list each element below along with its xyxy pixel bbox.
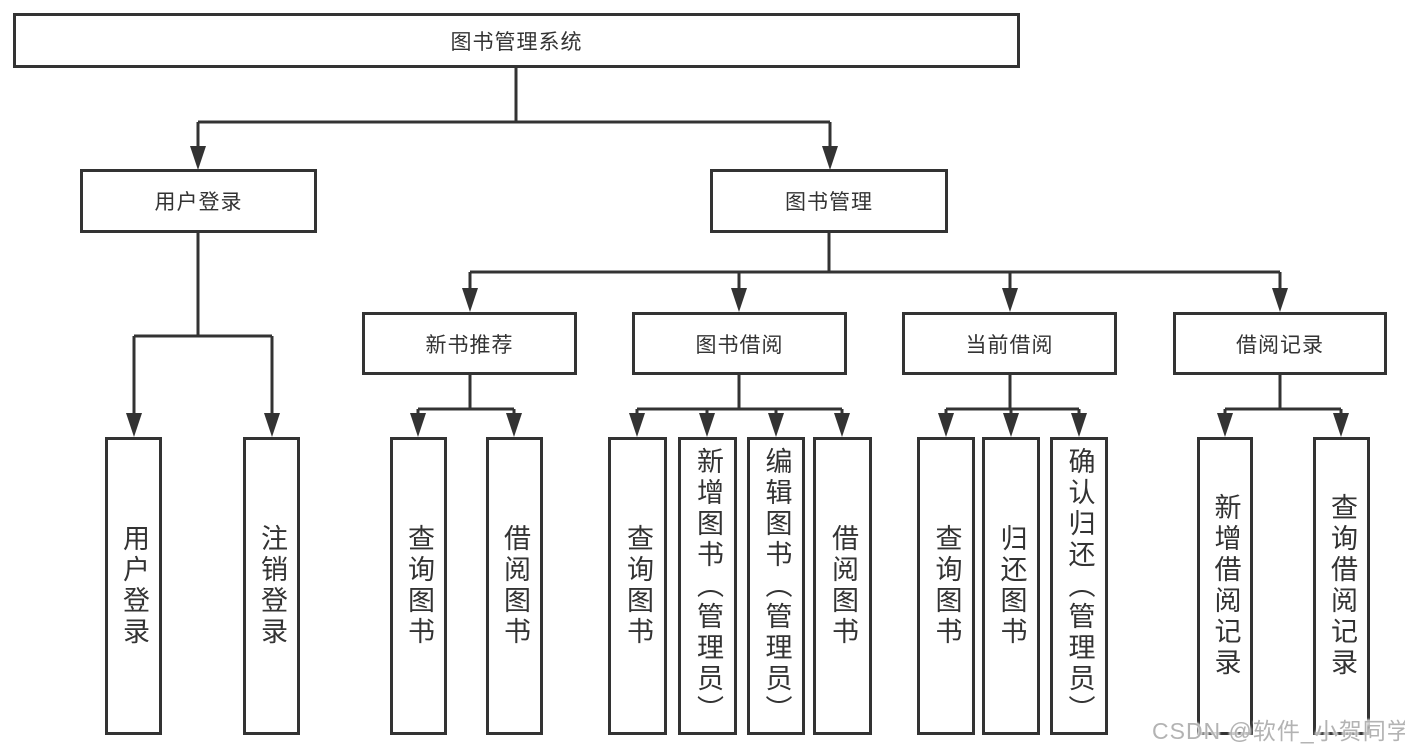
leaf-return-books: 归还图书 xyxy=(982,437,1040,735)
leaf-user-login-label: 用户登录 xyxy=(119,524,149,648)
node-borrow-records: 借阅记录 xyxy=(1173,312,1387,375)
leaf-add-books-admin: 新增图书（管理员） xyxy=(678,437,737,735)
leaf-confirm-return-admin: 确认归还（管理员） xyxy=(1050,437,1108,735)
leaf-edit-books-admin-label: 编辑图书（管理员） xyxy=(761,446,792,726)
leaf-query-borrow-record-label: 查询借阅记录 xyxy=(1327,493,1357,679)
node-book-borrow: 图书借阅 xyxy=(632,312,847,375)
leaf-query-books-recommend: 查询图书 xyxy=(390,437,447,735)
connector-book-mgmt-to-level3 xyxy=(462,233,1288,312)
connector-current-borrow-to-leaves xyxy=(938,375,1087,437)
connector-root-to-level2 xyxy=(190,68,838,170)
connector-book-borrow-to-leaves xyxy=(629,375,850,437)
leaf-query-books-current: 查询图书 xyxy=(917,437,975,735)
leaf-logout: 注销登录 xyxy=(243,437,300,735)
leaf-borrow-books-label: 借阅图书 xyxy=(828,524,858,648)
node-current-borrow: 当前借阅 xyxy=(902,312,1117,375)
leaf-user-login: 用户登录 xyxy=(105,437,162,735)
node-borrow-records-label: 借阅记录 xyxy=(1236,333,1324,357)
watermark: CSDN @软件_小贺同学 xyxy=(1152,718,1405,744)
connector-user-login-to-leaves xyxy=(126,233,280,437)
node-user-login-label: 用户登录 xyxy=(154,191,243,214)
connector-new-book-rec-to-leaves xyxy=(410,375,522,437)
leaf-add-borrow-record-label: 新增借阅记录 xyxy=(1210,493,1241,679)
leaf-query-borrow-record: 查询借阅记录 xyxy=(1313,437,1370,735)
leaf-return-books-label: 归还图书 xyxy=(996,524,1027,648)
leaf-borrow-books: 借阅图书 xyxy=(813,437,872,735)
leaf-query-books-borrow: 查询图书 xyxy=(608,437,667,735)
node-new-book-recommend-label: 新书推荐 xyxy=(425,333,514,357)
leaf-borrow-books-recommend-label: 借阅图书 xyxy=(500,524,530,648)
node-user-login: 用户登录 xyxy=(80,169,317,233)
node-book-borrow-label: 图书借阅 xyxy=(695,333,784,357)
node-root-label: 图书管理系统 xyxy=(450,30,583,54)
leaf-add-books-admin-label: 新增图书（管理员） xyxy=(693,446,723,726)
node-current-borrow-label: 当前借阅 xyxy=(965,333,1054,357)
node-root: 图书管理系统 xyxy=(13,13,1020,68)
leaf-query-books-recommend-label: 查询图书 xyxy=(404,524,434,648)
node-book-management-label: 图书管理 xyxy=(785,191,873,214)
leaf-query-books-current-label: 查询图书 xyxy=(931,524,962,648)
node-new-book-recommend: 新书推荐 xyxy=(362,312,577,375)
leaf-edit-books-admin: 编辑图书（管理员） xyxy=(747,437,805,735)
leaf-query-books-borrow-label: 查询图书 xyxy=(623,524,653,648)
leaf-add-borrow-record: 新增借阅记录 xyxy=(1197,437,1253,735)
leaf-confirm-return-admin-label: 确认归还（管理员） xyxy=(1064,446,1095,726)
connector-borrow-records-to-leaves xyxy=(1217,375,1349,437)
leaf-borrow-books-recommend: 借阅图书 xyxy=(486,437,543,735)
leaf-logout-label: 注销登录 xyxy=(257,524,287,648)
node-book-management: 图书管理 xyxy=(710,169,948,233)
